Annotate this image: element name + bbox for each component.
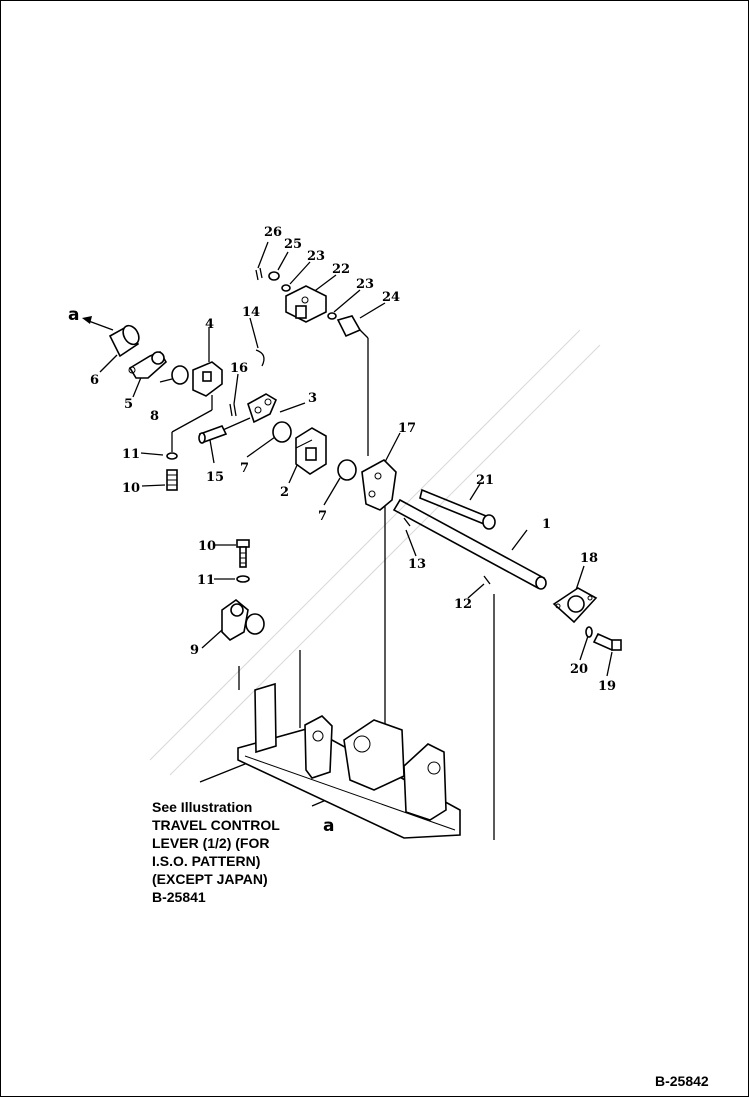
part-24-bushing <box>336 315 362 338</box>
figure-id: B-25842 <box>655 1073 709 1089</box>
part-7-bushing-upper <box>272 421 292 443</box>
connector-label-bottom: a <box>323 816 334 836</box>
callout-7a: 7 <box>240 461 249 476</box>
callout-18: 18 <box>580 551 598 566</box>
callout-17: 17 <box>398 421 416 436</box>
part-2-clevis <box>295 427 327 475</box>
part-11-washer-left <box>166 452 178 460</box>
callout-26: 26 <box>264 225 282 240</box>
part-21-bolt <box>419 488 496 530</box>
part-6-bushing <box>108 324 140 358</box>
callouts: 1 2 3 4 5 6 7 7 8 9 10 10 11 11 12 13 14… <box>68 225 616 836</box>
see-illustration-note: See Illustration TRAVEL CONTROL LEVER (1… <box>152 798 280 906</box>
part-12-key <box>483 575 491 585</box>
callout-13: 13 <box>408 557 426 572</box>
note-line: B-25841 <box>152 889 206 905</box>
part-3-lever <box>247 393 278 424</box>
callout-20: 20 <box>570 662 588 677</box>
callout-21: 21 <box>476 473 494 488</box>
callout-10a: 10 <box>122 481 140 496</box>
callout-16: 16 <box>230 361 248 376</box>
base-frame <box>237 682 461 839</box>
part-9-lever <box>221 598 265 641</box>
callout-8: 8 <box>150 409 159 424</box>
part-11-washer-middle <box>236 575 250 583</box>
part-15-pin <box>198 425 228 444</box>
part-23-pin-upper <box>281 284 291 292</box>
leader-lines <box>82 241 613 840</box>
callout-23a: 23 <box>307 249 325 264</box>
callout-19: 19 <box>598 679 616 694</box>
callout-9: 9 <box>190 643 199 658</box>
part-1-shaft <box>392 498 547 590</box>
callout-2: 2 <box>280 485 289 500</box>
callout-1: 1 <box>542 517 551 532</box>
note-line: See Illustration <box>152 799 253 815</box>
part-7-bushing-lower <box>337 459 357 481</box>
callout-7b: 7 <box>318 509 327 524</box>
note-line: I.S.O. PATTERN) <box>152 853 261 869</box>
part-10-bolt-middle <box>236 539 250 568</box>
callout-11b: 11 <box>197 573 215 588</box>
callout-15: 15 <box>206 470 224 485</box>
part-5-lever <box>128 351 168 379</box>
part-8-bushing <box>171 365 189 385</box>
parts <box>108 267 622 839</box>
callout-4: 4 <box>205 317 214 332</box>
watermark <box>149 329 601 776</box>
callout-25: 25 <box>284 237 302 252</box>
callout-12: 12 <box>454 597 472 612</box>
part-4-clevis <box>192 361 223 397</box>
part-18-flange <box>552 587 598 624</box>
callout-5: 5 <box>124 397 133 412</box>
note-line: LEVER (1/2) (FOR <box>152 835 270 851</box>
part-23-pin-lower <box>327 312 337 320</box>
part-14-clip <box>255 349 265 367</box>
part-20-washer <box>585 626 593 638</box>
part-10-bolt-left <box>166 469 178 491</box>
callout-10b: 10 <box>198 539 216 554</box>
note-line: (EXCEPT JAPAN) <box>152 871 268 887</box>
part-22-yoke <box>285 285 327 323</box>
part-13-pin <box>403 517 411 527</box>
connector-label-top: a <box>68 305 79 325</box>
part-16-pin <box>229 403 237 417</box>
part-25-washer <box>268 271 280 281</box>
callout-14: 14 <box>242 305 260 320</box>
callout-11a: 11 <box>122 447 140 462</box>
callout-6: 6 <box>90 373 99 388</box>
part-26-clip <box>255 267 263 281</box>
note-line: TRAVEL CONTROL <box>152 817 280 833</box>
callout-23b: 23 <box>356 277 374 292</box>
callout-3: 3 <box>308 391 317 406</box>
callout-22: 22 <box>332 262 350 277</box>
part-19-bolt <box>592 632 622 652</box>
callout-24: 24 <box>382 290 400 305</box>
part-17-bracket <box>361 459 397 511</box>
